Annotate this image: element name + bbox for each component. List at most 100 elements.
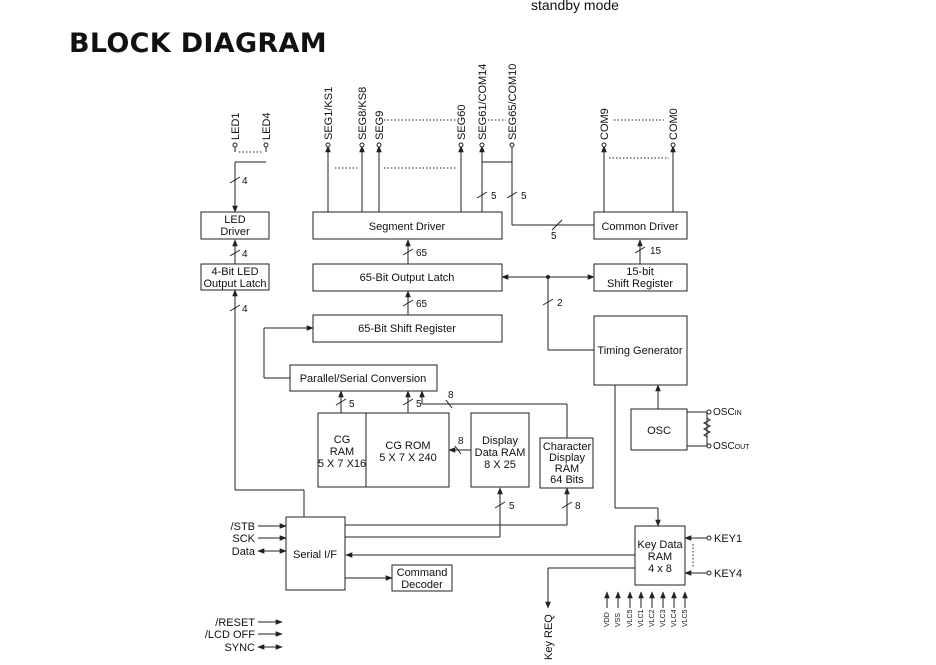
shift-register-block: 65-Bit Shift Register [312,314,503,343]
svg-text:Driver: Driver [220,226,250,238]
svg-text:SEG1/KS1: SEG1/KS1 [323,87,335,140]
svg-text:Data RAM: Data RAM [475,447,526,459]
svg-text:LED: LED [224,214,245,226]
svg-text:VLC5: VLC5 [682,609,689,627]
svg-text:15: 15 [650,246,662,257]
svg-text:4: 4 [242,304,248,315]
svg-text:Shift Register: Shift Register [607,278,673,290]
svg-text:5: 5 [349,399,355,410]
svg-text:4: 4 [242,176,248,187]
common-driver-block: Common Driver [593,211,688,240]
svg-text:VLC2: VLC2 [649,609,656,627]
svg-text:LED4: LED4 [261,112,273,140]
svg-text:SEG61/COM14: SEG61/COM14 [477,64,489,140]
svg-text:VLC3: VLC3 [660,609,667,627]
svg-text:Display: Display [482,435,519,447]
svg-text:VSS: VSS [615,613,622,627]
timing-generator-block: Timing Generator [593,315,688,386]
svg-text:8: 8 [458,436,464,447]
svg-text:Data: Data [232,546,256,558]
svg-text:Segment Driver: Segment Driver [369,221,446,233]
svg-text:Output Latch: Output Latch [204,278,267,290]
svg-text:65-Bit Shift Register: 65-Bit Shift Register [358,323,456,335]
key-req-label: Key REQ [543,614,555,660]
svg-text:65: 65 [416,299,428,310]
svg-text:Display: Display [549,452,586,464]
svg-text:4: 4 [242,249,248,260]
svg-text:RAM: RAM [555,463,579,475]
led-pin-labels: LED1 LED4 [230,112,273,140]
svg-text:65: 65 [416,248,428,259]
svg-text:15-bit: 15-bit [626,266,654,278]
led-output-latch-block: 4-Bit LED Output Latch [200,263,270,291]
svg-text:/RESET: /RESET [215,617,255,629]
key-ram-block: Key Data RAM 4 x 8 [634,525,686,586]
svg-text:5: 5 [491,191,497,202]
svg-text:5: 5 [416,399,422,410]
svg-text:Serial I/F: Serial I/F [293,549,337,561]
svg-text:Key Data: Key Data [637,539,683,551]
svg-text:Parallel/Serial Conversion: Parallel/Serial Conversion [300,373,427,385]
svg-text:/STB: /STB [231,521,255,533]
output-latch-block: 65-Bit Output Latch [312,263,503,292]
bus-width-labels: 4 4 4 65 65 5 5 5 15 2 5 5 8 8 5 8 [242,176,662,512]
page-top-note: standby mode [531,0,619,13]
svg-text:/LCD OFF: /LCD OFF [205,629,255,641]
svg-text:Decoder: Decoder [401,579,443,591]
page-title: BLOCK DIAGRAM [69,28,327,59]
seg-pin-labels: SEG1/KS1 SEG8/KS8 SEG9 SEG60 SEG61/COM14… [323,64,519,140]
svg-text:Common Driver: Common Driver [601,221,678,233]
led-driver-block: LED Driver [200,211,270,240]
svg-text:5: 5 [551,231,557,242]
svg-text:Command: Command [397,567,448,579]
svg-text:RAM: RAM [330,446,354,458]
power-pin-arrows [604,591,688,608]
svg-text:SEG60: SEG60 [456,105,468,140]
pin-terminals [232,142,712,576]
svg-text:5 X 7 X 240: 5 X 7 X 240 [379,452,437,464]
svg-text:4-Bit LED: 4-Bit LED [211,266,258,278]
svg-text:OSCIN: OSCIN [713,407,742,418]
command-decoder-block: Command Decoder [391,564,453,592]
segment-driver-block: Segment Driver [312,211,503,240]
svg-text:COM9: COM9 [599,108,611,140]
osc-pin-labels: OSCIN OSCOUT [713,407,750,452]
cg-rom-block: CG ROM 5 X 7 X 240 [365,412,450,488]
svg-text:8 X 25: 8 X 25 [484,459,516,471]
svg-text:OSC: OSC [647,425,671,437]
svg-text:5: 5 [509,501,515,512]
bus-ticks [229,176,646,509]
svg-text:5 X 7 X16: 5 X 7 X16 [318,458,366,470]
char-ram-block: Character Display RAM 64 Bits [539,437,594,489]
svg-text:SEG9: SEG9 [374,111,386,140]
power-pin-labels: VDD VSS VLC5 VLC1 VLC2 VLC3 VLC4 VLC5 [604,609,689,627]
svg-text:LED1: LED1 [230,112,242,140]
svg-text:Key REQ: Key REQ [543,614,555,660]
svg-text:KEY4: KEY4 [714,568,742,580]
key-pin-labels: KEY1 KEY4 [714,533,742,580]
com-pin-labels: COM9 COM0 [599,108,680,140]
display-ram-block: Display Data RAM 8 X 25 [470,412,530,488]
svg-text:VDD: VDD [604,612,611,627]
cg-ram-block: CG RAM 5 X 7 X16 [317,412,367,488]
svg-text:OSCOUT: OSCOUT [713,441,750,452]
svg-text:COM0: COM0 [668,108,680,140]
serial-if-block: Serial I/F [285,516,346,591]
svg-text:8: 8 [448,390,454,401]
svg-text:VLC5: VLC5 [627,609,634,627]
svg-text:4 x 8: 4 x 8 [648,563,672,575]
svg-text:Timing Generator: Timing Generator [597,345,683,357]
svg-text:CG: CG [334,434,351,446]
svg-text:2: 2 [557,298,563,309]
svg-text:RAM: RAM [648,551,672,563]
svg-text:VLC4: VLC4 [671,609,678,627]
svg-text:SCK: SCK [232,533,255,545]
svg-text:VLC1: VLC1 [638,609,645,627]
svg-text:8: 8 [575,501,581,512]
svg-text:SYNC: SYNC [224,642,255,654]
svg-text:Character: Character [543,441,592,453]
serial-pin-labels: /STB SCK Data [231,521,256,558]
osc-block: OSC [630,408,688,451]
svg-text:5: 5 [521,191,527,202]
